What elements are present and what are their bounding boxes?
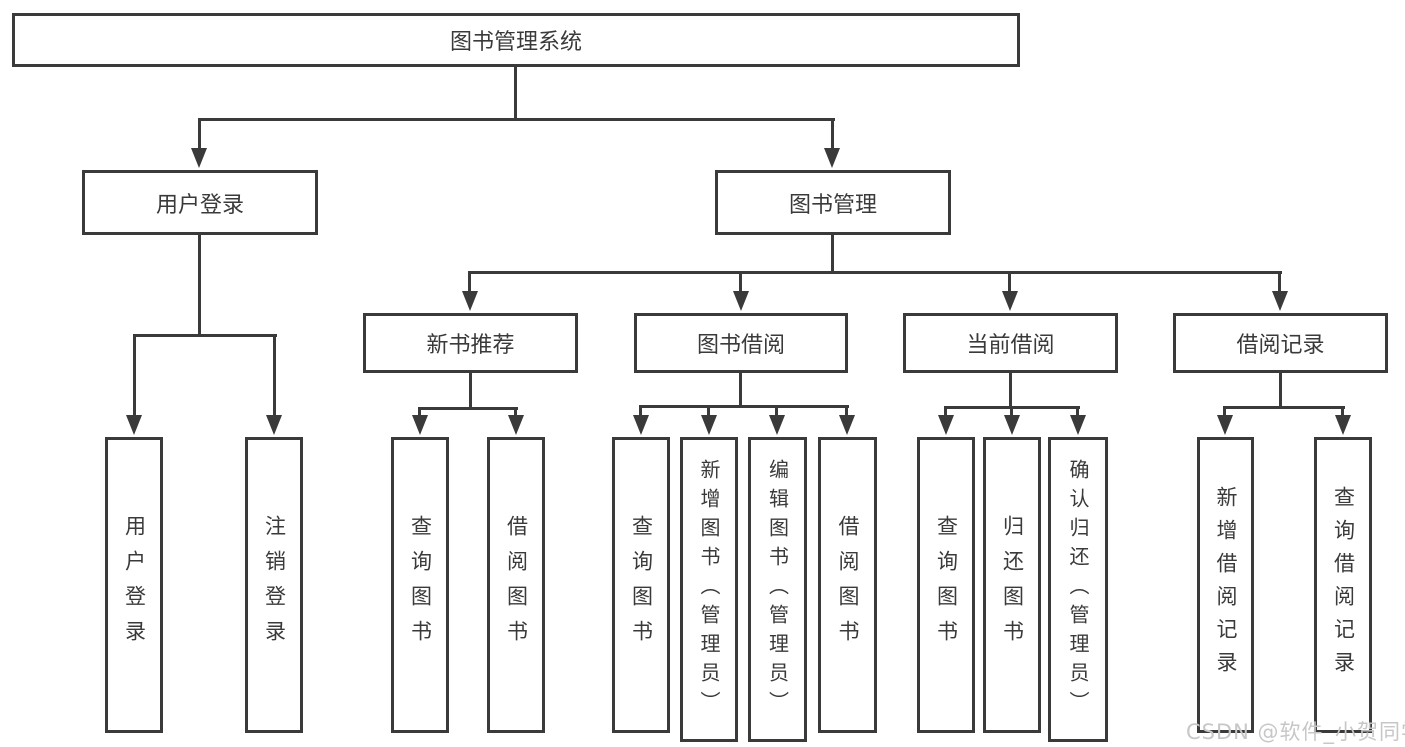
node-current-borrowing: 当前借阅 <box>903 313 1118 373</box>
connector <box>831 118 834 152</box>
arrow-down-icon <box>508 415 524 435</box>
leaf-cb-confirm-return-admin: 确认归还（管理员） <box>1048 437 1108 742</box>
connector <box>418 407 518 410</box>
node-borrow-records: 借阅记录 <box>1173 313 1388 373</box>
connector <box>1010 406 1013 419</box>
arrow-down-icon <box>824 148 840 168</box>
leaf-cb-return-books: 归还图书 <box>983 437 1041 733</box>
arrow-down-icon <box>1002 291 1018 311</box>
connector <box>739 271 742 295</box>
connector <box>198 118 201 152</box>
node-book-borrowing: 图书借阅 <box>634 313 848 373</box>
connector <box>1076 406 1079 419</box>
connector <box>133 334 136 418</box>
connector <box>468 271 1282 274</box>
arrow-down-icon <box>126 415 142 435</box>
connector <box>1279 373 1282 408</box>
connector <box>1341 406 1344 419</box>
connector <box>639 405 849 408</box>
connector <box>514 407 517 420</box>
arrow-down-icon <box>412 415 428 435</box>
node-book-management: 图书管理 <box>715 170 951 235</box>
arrow-down-icon <box>839 415 855 435</box>
arrow-down-icon <box>1217 415 1233 435</box>
leaf-bb-add-books-admin: 新增图书（管理员） <box>680 437 738 742</box>
connector <box>1008 271 1011 295</box>
arrow-down-icon <box>633 415 649 435</box>
connector <box>1223 406 1345 409</box>
csdn-watermark: CSDN @软件_小贺同学 <box>1186 720 1405 744</box>
node-user-login: 用户登录 <box>82 170 318 235</box>
connector <box>1009 373 1012 408</box>
connector <box>418 407 421 420</box>
connector <box>1223 406 1226 419</box>
leaf-br-add-record: 新增借阅记录 <box>1197 437 1254 733</box>
connector <box>514 67 517 120</box>
leaf-bb-edit-books-admin: 编辑图书（管理员） <box>748 437 807 742</box>
connector <box>133 334 277 337</box>
arrow-down-icon <box>1335 415 1351 435</box>
arrow-down-icon <box>938 415 954 435</box>
arrow-down-icon <box>1070 415 1086 435</box>
leaf-bb-borrow-books: 借阅图书 <box>818 437 877 733</box>
arrow-down-icon <box>191 148 207 168</box>
connector <box>1278 271 1281 295</box>
connector <box>198 235 201 336</box>
connector <box>739 373 742 407</box>
connector <box>469 373 472 409</box>
connector <box>639 405 642 419</box>
arrow-down-icon <box>462 291 478 311</box>
connector <box>707 405 710 419</box>
arrow-down-icon <box>769 415 785 435</box>
arrow-down-icon <box>1272 291 1288 311</box>
leaf-br-query-record: 查询借阅记录 <box>1314 437 1372 733</box>
connector <box>775 405 778 419</box>
connector <box>944 406 947 419</box>
arrow-down-icon <box>733 291 749 311</box>
leaf-cb-query-books: 查询图书 <box>917 437 975 733</box>
node-root: 图书管理系统 <box>12 13 1020 67</box>
arrow-down-icon <box>1004 415 1020 435</box>
leaf-user-login: 用户登录 <box>105 437 163 733</box>
connector <box>273 334 276 418</box>
connector <box>468 271 471 295</box>
arrow-down-icon <box>266 415 282 435</box>
connector <box>198 118 835 121</box>
node-new-book-recommend: 新书推荐 <box>363 313 578 373</box>
leaf-logout: 注销登录 <box>245 437 303 733</box>
connector <box>831 235 834 274</box>
leaf-bb-query-books: 查询图书 <box>612 437 670 733</box>
connector <box>845 405 848 419</box>
leaf-nbr-query-books: 查询图书 <box>391 437 449 733</box>
arrow-down-icon <box>701 415 717 435</box>
leaf-nbr-borrow-books: 借阅图书 <box>487 437 545 733</box>
